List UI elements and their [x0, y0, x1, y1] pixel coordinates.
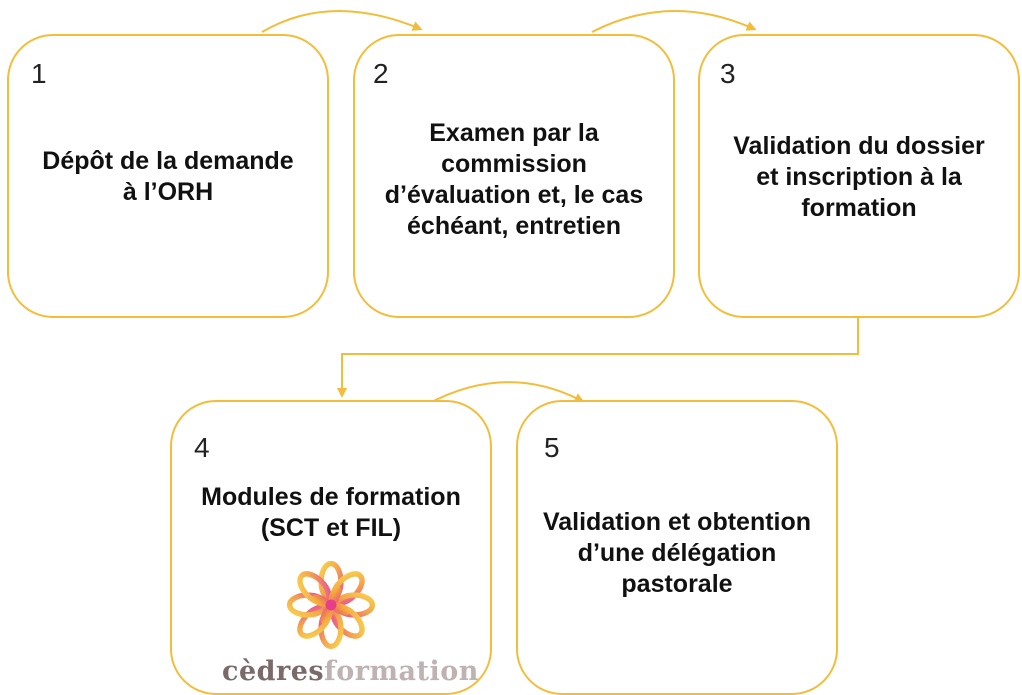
step-text-line: formation — [801, 194, 917, 222]
arrow-2-to-3 — [591, 10, 757, 33]
step-text: Modules de formation (SCT et FIL) — [178, 482, 484, 544]
arrow-3-to-4 — [337, 318, 859, 398]
step-text-line: (SCT et FIL) — [260, 514, 402, 542]
step-text-line: échéant, entretien — [407, 212, 621, 240]
step-text-line: pastorale — [621, 570, 733, 598]
step-3-box: 3 Validation du dossier et inscription à… — [698, 34, 1020, 318]
flower-mandala-icon — [286, 560, 376, 650]
step-number: 3 — [720, 58, 736, 89]
step-text-line: et inscription à la — [756, 163, 962, 191]
step-4-box: 4 Modules de formation (SCT et FIL) — [170, 400, 492, 695]
step-2-box: 2 Examen par la commission d’évaluation … — [353, 34, 675, 318]
step-text-line: Validation et obtention — [542, 508, 812, 536]
step-text: Validation et obtention d’une délégation… — [524, 507, 830, 600]
step-text-line: Validation du dossier — [733, 132, 985, 160]
step-text-line: Modules de formation — [201, 483, 461, 511]
step-text: Dépôt de la demande à l’ORH — [15, 146, 321, 208]
cedres-logo: cèdresformation — [222, 560, 479, 687]
step-text-line: commission — [441, 150, 587, 178]
step-number: 1 — [31, 58, 47, 89]
step-text-line: Dépôt de la demande — [42, 147, 294, 175]
step-1-box: 1 Dépôt de la demande à l’ORH — [7, 34, 329, 318]
step-text-line: à l’ORH — [122, 178, 214, 206]
arrow-1-to-2 — [261, 9, 423, 33]
step-text-line: Examen par la — [429, 119, 599, 147]
step-5-box: 5 Validation et obtention d’une délégati… — [516, 400, 838, 695]
step-number: 5 — [544, 432, 560, 463]
step-number: 4 — [194, 432, 210, 463]
step-text-line: d’évaluation et, le cas — [384, 181, 644, 209]
step-text-line: d’une délégation — [577, 539, 777, 567]
step-text: Examen par la commission d’évaluation et… — [361, 118, 667, 242]
logo-wordmark: cèdresformation — [222, 656, 479, 687]
step-number: 2 — [373, 58, 389, 89]
step-text: Validation du dossier et inscription à l… — [706, 131, 1012, 224]
